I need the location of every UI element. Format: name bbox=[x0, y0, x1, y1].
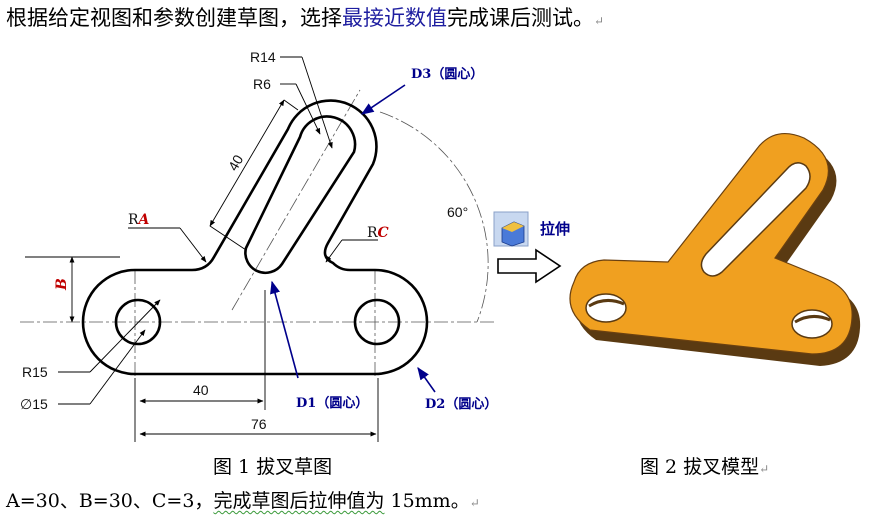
label-d3: D3（圆心） bbox=[411, 66, 483, 82]
center-lines bbox=[20, 89, 495, 378]
label-angle-60: 60° bbox=[447, 204, 468, 220]
paragraph-mark-icon: ↵ bbox=[469, 496, 480, 510]
label-r14: R14 bbox=[250, 49, 276, 65]
paragraph-mark-icon: ↵ bbox=[594, 14, 605, 28]
caption-figure-2: 图 2 拔叉模型↵ bbox=[640, 452, 769, 479]
instruction-prefix: 根据给定视图和参数创建草图，选择 bbox=[6, 6, 342, 30]
label-slot-40: 40 bbox=[225, 152, 247, 174]
label-rc: RC bbox=[367, 225, 389, 241]
extrude-icon bbox=[493, 211, 529, 247]
label-dia15: ∅15 bbox=[20, 396, 48, 412]
fork-3d-model bbox=[569, 132, 861, 366]
parameter-underlined: 完成草图后拉伸值为 bbox=[213, 490, 385, 512]
label-r15: R15 bbox=[22, 364, 48, 380]
instruction-suffix: 完成课后测试。 bbox=[447, 6, 594, 30]
label-ra: RA bbox=[128, 212, 150, 228]
arrow-right-icon bbox=[497, 248, 562, 284]
extrude-label: 拉伸 bbox=[540, 220, 570, 238]
center-point-leaders bbox=[270, 84, 436, 393]
dimension-lines bbox=[25, 56, 379, 442]
label-bottom-40: 40 bbox=[193, 382, 209, 398]
instruction-emphasis: 最接近数值 bbox=[342, 6, 447, 30]
parameter-suffix: 15mm。 bbox=[384, 490, 470, 512]
paragraph-mark-icon: ↵ bbox=[759, 462, 770, 476]
label-b: B bbox=[54, 278, 70, 291]
part-outline bbox=[81, 99, 429, 376]
instruction-text: 根据给定视图和参数创建草图，选择最接近数值完成课后测试。↵ bbox=[6, 4, 604, 35]
label-d1: D1（圆心） bbox=[296, 395, 368, 411]
caption-figure-1: 图 1 拔叉草图 bbox=[213, 456, 333, 478]
parameter-text: A=30、B=30、C=3，完成草图后拉伸值为 15mm。↵ bbox=[6, 486, 480, 513]
label-r6: R6 bbox=[253, 76, 271, 92]
parameter-prefix: A=30、B=30、C=3， bbox=[6, 490, 214, 512]
label-d2: D2（圆心） bbox=[425, 396, 497, 412]
caption-figure-2-text: 图 2 拔叉模型 bbox=[640, 456, 760, 478]
label-76: 76 bbox=[251, 416, 267, 432]
